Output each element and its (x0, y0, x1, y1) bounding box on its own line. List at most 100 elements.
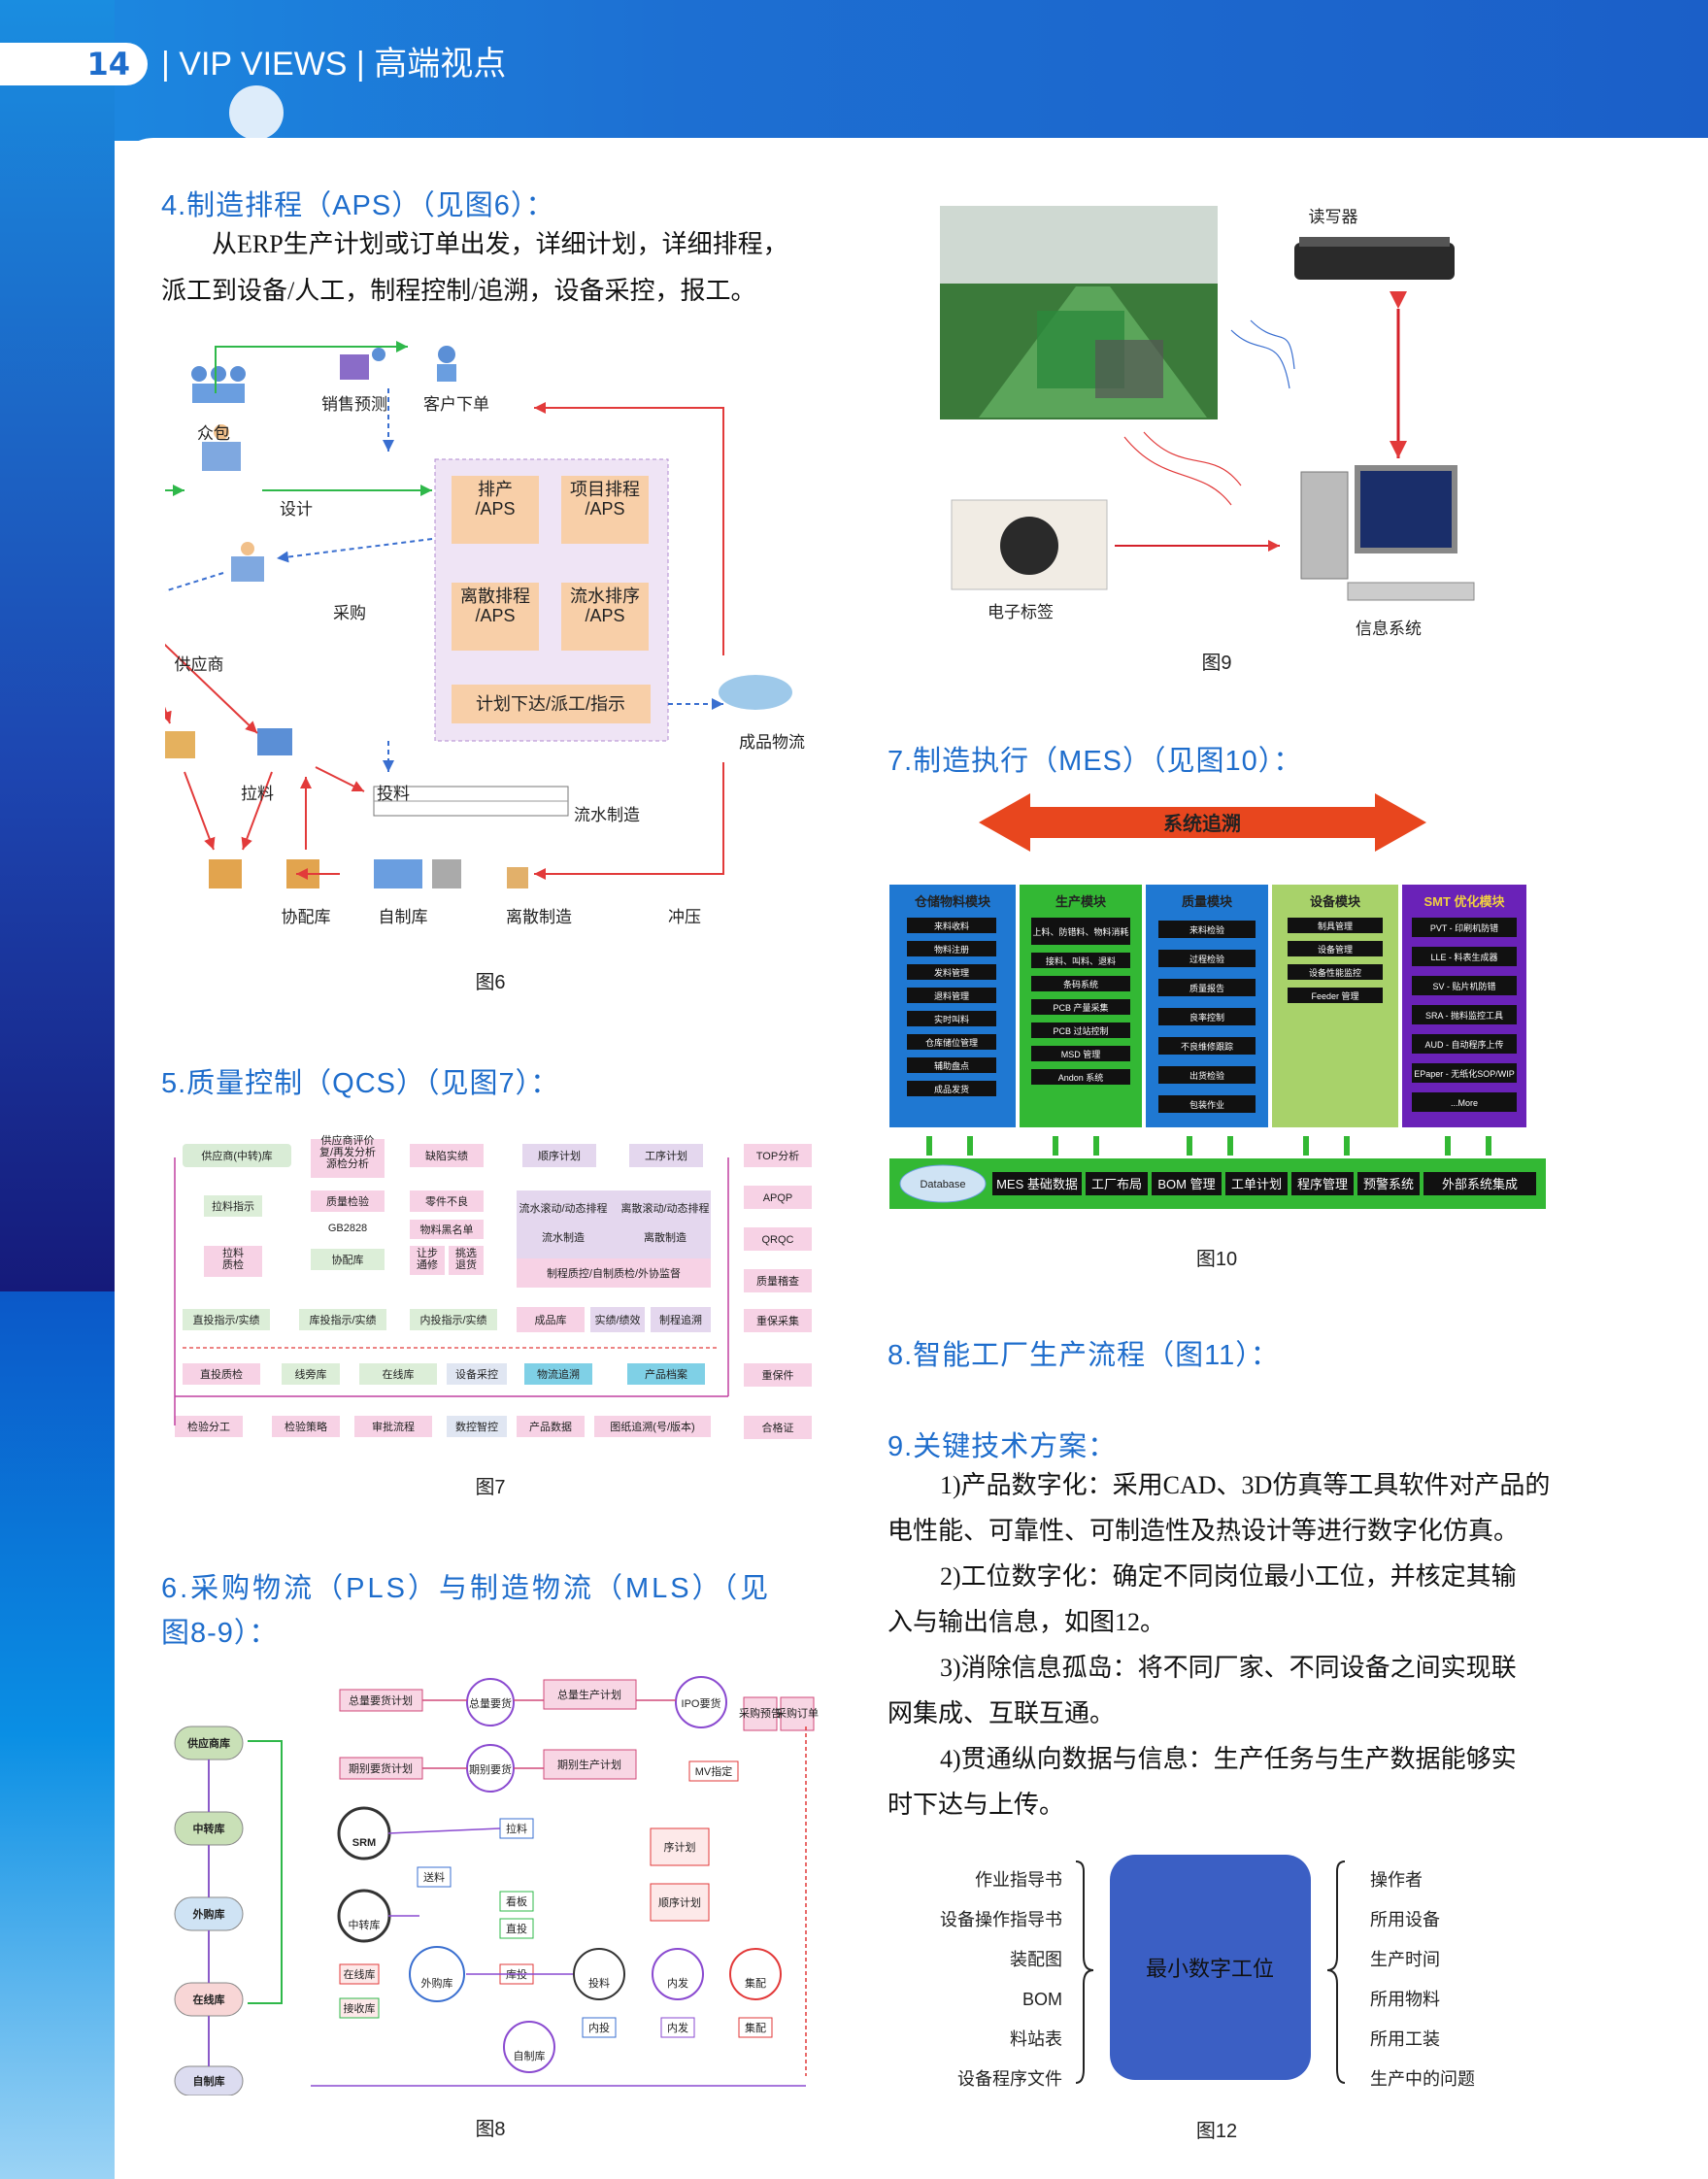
fig9-label-reader: 读写器 (1309, 208, 1358, 226)
fig7-bottom-row: 检验分工 检验策略 审批流程 数控智控 产品数据 图纸追溯(号/版本) (175, 1416, 711, 1437)
fig6-aps-diagram: 排产/APS 项目排程/APS 离散排程/APS 流水排序/APS 计划下达/派… (165, 341, 805, 926)
svg-text:上料、防错料、物料消耗: 上料、防错料、物料消耗 (1032, 926, 1128, 937)
svg-text:制具管理: 制具管理 (1318, 921, 1353, 931)
sec9-para1-line2: 电性能、可靠性、可制造性及热设计等进行数字化仿真。 (887, 1517, 1520, 1545)
fig12-output: 所用物料 (1370, 1990, 1440, 2009)
svg-text:仓储物料模块: 仓储物料模块 (914, 894, 991, 909)
svg-text:内发: 内发 (667, 1976, 688, 1990)
svg-text:过程检验: 过程检验 (1189, 954, 1224, 964)
stamping-icon (507, 867, 528, 888)
label-pull: 拉料 (241, 785, 274, 803)
svg-text:检验策略: 检验策略 (285, 1420, 327, 1433)
svg-text:LLE - 料表生成器: LLE - 料表生成器 (1430, 952, 1497, 962)
svg-text:采购订单: 采购订单 (776, 1706, 819, 1720)
svg-text:设备管理: 设备管理 (1318, 944, 1353, 955)
svg-text:合格证: 合格证 (762, 1421, 794, 1434)
label-finished-logistics: 成品物流 (739, 733, 805, 752)
svg-text:设备采控: 设备采控 (455, 1367, 498, 1381)
mes-module-warehouse: 仓储物料模块 来料收料 物料注册 发料管理 退料管理 实时叫料 仓库储位管理 辅… (889, 885, 1016, 1127)
label-self-store: 自制库 (379, 908, 428, 926)
sec7-heading: 7.制造执行（MES）（见图10）： (887, 746, 1303, 777)
svg-text:供应商库: 供应商库 (186, 1736, 230, 1750)
svg-text:接收库: 接收库 (344, 2001, 376, 2015)
svg-text:线旁库: 线旁库 (295, 1367, 327, 1381)
running-header: | VIP VIEWS | 高端视点 (161, 46, 507, 83)
svg-text:工单计划: 工单计划 (1231, 1177, 1282, 1191)
svg-text:制程质控/自制质检/外协监督: 制程质控/自制质检/外协监督 (547, 1266, 681, 1280)
svg-text:GB2828: GB2828 (328, 1223, 367, 1234)
svg-text:QRQC: QRQC (762, 1234, 794, 1246)
label-supplier: 供应商 (175, 655, 224, 674)
discrete-mfg-icon (374, 859, 461, 888)
svg-text:质量报告: 质量报告 (1189, 983, 1224, 993)
svg-text:内发: 内发 (667, 2021, 688, 2034)
svg-text:TOP分析: TOP分析 (756, 1149, 799, 1162)
fig8-left-chain: 供应商库 中转库 外购库 在线库 自制库 (174, 1726, 283, 2095)
sec8-heading: 8.智能工厂生产流程（图11）： (887, 1340, 1280, 1371)
svg-text:SRA - 抛料监控工具: SRA - 抛料监控工具 (1425, 1010, 1503, 1021)
svg-text:预警系统: 预警系统 (1363, 1177, 1414, 1191)
sec9-para3-line1: 3)消除信息孤岛：将不同厂家、不同设备之间实现联 (940, 1654, 1517, 1682)
left-lower-band (0, 1291, 115, 2179)
feed-icon (257, 728, 292, 755)
svg-text:让步通修: 让步通修 (417, 1247, 438, 1271)
fig12-workstation-diagram: 作业指导书 设备操作指导书 装配图 BOM 料站表 设备程序文件 最小数字工位 … (940, 1855, 1475, 2089)
svg-text:SMT 优化模块: SMT 优化模块 (1423, 894, 1505, 909)
pull-icon (165, 731, 195, 758)
aps-box-label: 离散排程/APS (460, 587, 530, 625)
svg-text:集配: 集配 (745, 1976, 766, 1990)
svg-text:零件不良: 零件不良 (425, 1194, 468, 1208)
svg-text:外购库: 外购库 (421, 1976, 453, 1990)
fig9-rfid-diagram: 读写器 电子标签 信息系统 (940, 206, 1475, 638)
svg-text:拉料质检: 拉料质检 (222, 1246, 244, 1271)
label-crowd: 众包 (197, 424, 230, 443)
label-discrete-mfg: 离散制造 (506, 908, 572, 926)
svg-text:成品库: 成品库 (535, 1314, 567, 1326)
fig12-output: 生产时间 (1370, 1950, 1440, 1969)
fig12-input: 设备程序文件 (957, 2069, 1062, 2089)
svg-text:重保件: 重保件 (762, 1368, 794, 1382)
svg-text:内投: 内投 (588, 2021, 610, 2034)
label-coop-store: 协配库 (282, 908, 331, 926)
svg-text:采购预告: 采购预告 (739, 1706, 782, 1720)
sec9-para2-line1: 2)工位数字化：确定不同岗位最小工位，并核定其输 (940, 1562, 1517, 1591)
svg-text:AUD - 自动程序上传: AUD - 自动程序上传 (1424, 1039, 1503, 1050)
svg-text:设备模块: 设备模块 (1310, 894, 1361, 909)
fig12-input: 装配图 (1010, 1950, 1062, 1969)
svg-text:中转库: 中转库 (349, 1918, 381, 1931)
svg-text:物流追溯: 物流追溯 (537, 1367, 580, 1381)
fig7-right-col: TOP分析 APQP QRQC 质量稽查 重保采集 重保件 合格证 (744, 1144, 812, 1439)
label-customer-order: 客户下单 (423, 395, 489, 414)
sec4-para-line2: 派工到设备/人工，制程控制/追溯，设备采控，报工。 (161, 277, 756, 305)
svg-text:SV - 贴片机防错: SV - 贴片机防错 (1432, 981, 1495, 991)
sec9-para1-line1: 1)产品数字化：采用CAD、3D仿真等工具软件对产品的 (940, 1471, 1551, 1499)
top-blue-band (0, 0, 1708, 141)
svg-text:期别要货计划: 期别要货计划 (349, 1761, 413, 1775)
aps-box (561, 583, 649, 651)
purchase-icon (231, 542, 264, 582)
svg-text:工厂布局: 工厂布局 (1091, 1177, 1142, 1191)
fig12-input: 作业指导书 (975, 1870, 1062, 1890)
svg-text:直投质检: 直投质检 (200, 1367, 243, 1381)
svg-text:产品档案: 产品档案 (645, 1367, 687, 1381)
flow-line-icon (373, 786, 569, 817)
fig7-row-b: 直投指示/实绩 库投指示/实绩 内投指示/实绩 成品库 实绩/绩效 制程追溯 (183, 1307, 711, 1332)
svg-text:质量模块: 质量模块 (1182, 894, 1233, 909)
left-blue-band (0, 0, 115, 1291)
svg-text:MSD 管理: MSD 管理 (1061, 1049, 1101, 1059)
svg-text:外购库: 外购库 (192, 1907, 225, 1921)
svg-text:供应商(中转)库: 供应商(中转)库 (201, 1149, 272, 1162)
svg-text:EPaper - 无纸化SOP/WIP: EPaper - 无纸化SOP/WIP (1414, 1068, 1515, 1079)
fig8-nodes: 总量要货计划 期别要货计划 总量要货 期别要货 总量生产计划 期别生产计划 IP… (337, 1676, 819, 2073)
svg-text:包装作业: 包装作业 (1189, 1099, 1224, 1110)
mes-module-smt: SMT 优化模块 PVT - 印刷机防错 LLE - 料表生成器 SV - 贴片… (1402, 885, 1526, 1127)
svg-text:仓库储位管理: 仓库储位管理 (925, 1037, 978, 1048)
svg-text:序计划: 序计划 (664, 1840, 696, 1854)
fig6-caption: 图6 (475, 972, 506, 993)
coop-store-icon (209, 859, 242, 888)
svg-text:BOM 管理: BOM 管理 (1157, 1177, 1215, 1191)
crowd-icon (191, 366, 246, 403)
fig10-mes-diagram: 系统追溯 仓储物料模块 来料收料 物料注册 发料管理 退料管理 实时叫料 仓库储… (889, 793, 1546, 1209)
svg-text:物料注册: 物料注册 (934, 944, 969, 955)
svg-text:内投指示/实绩: 内投指示/实绩 (419, 1313, 486, 1326)
